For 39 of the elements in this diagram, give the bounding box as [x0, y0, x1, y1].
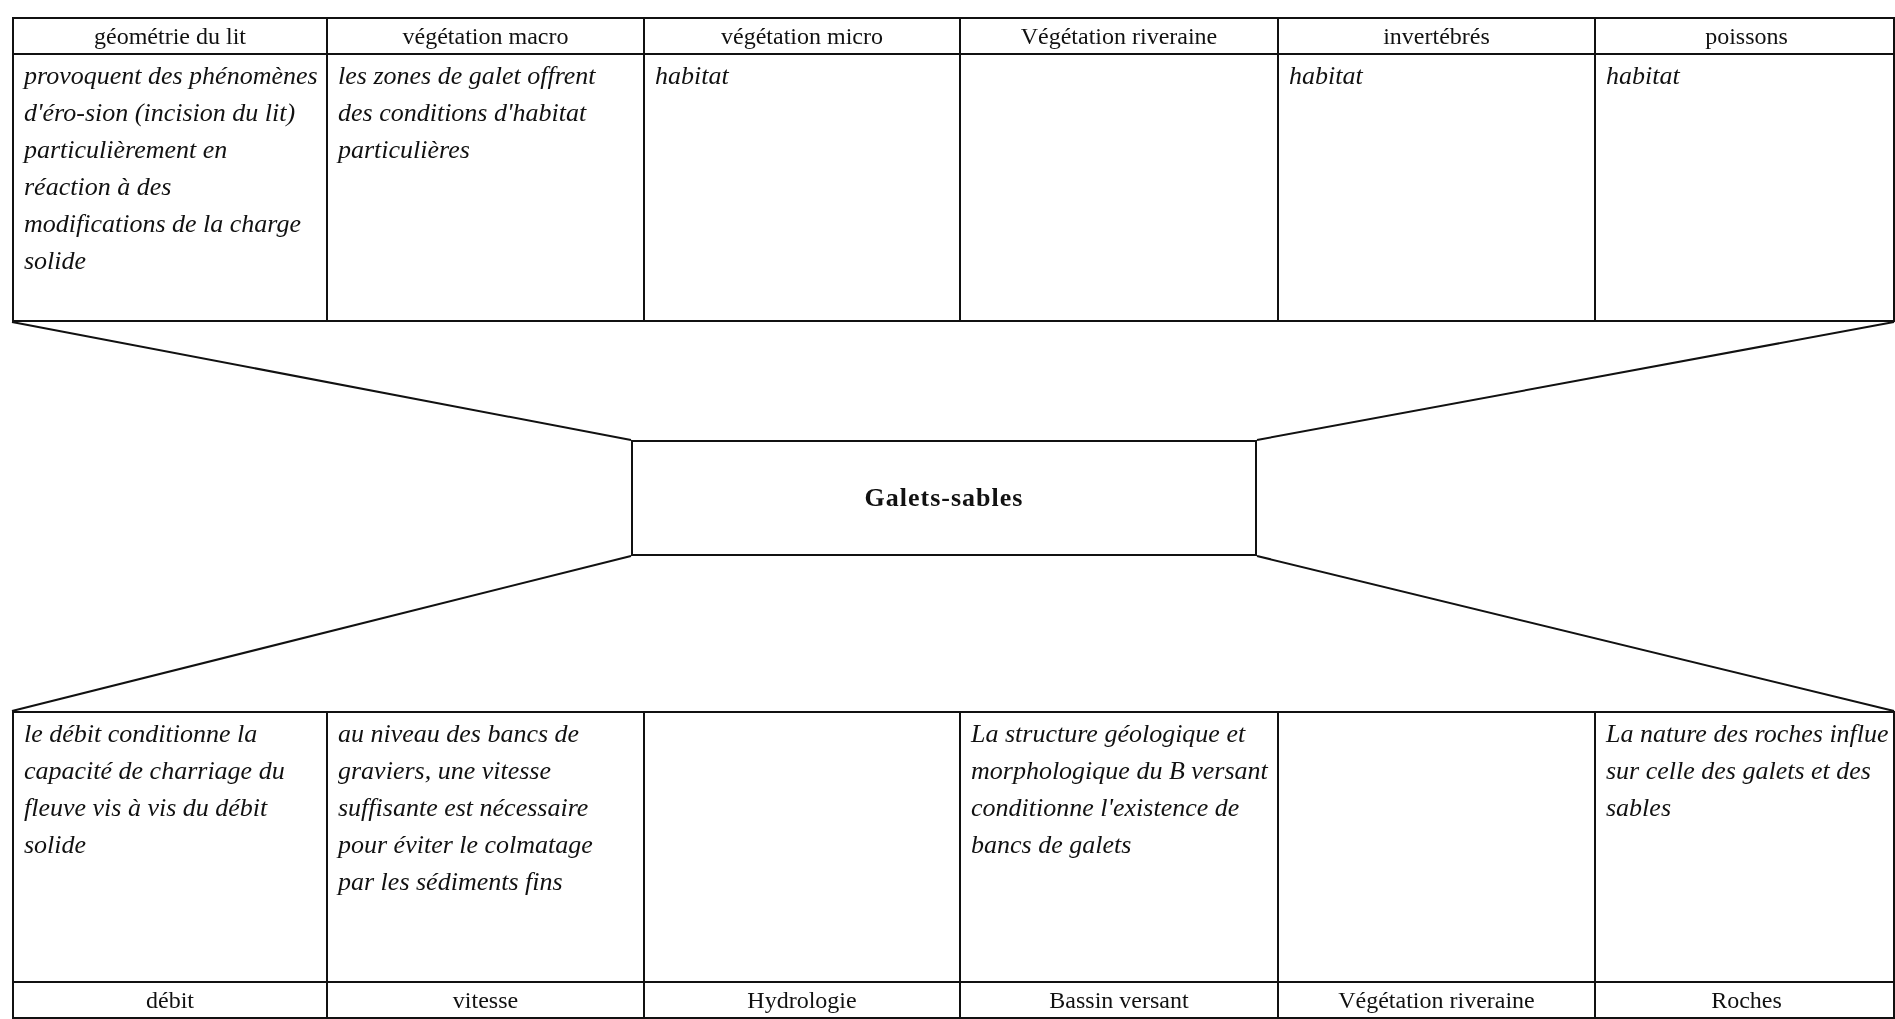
cell-text: au niveau des bancs de graviers, une vitesse suffisante est nécessaire pour éviter le colmatage par les sédiments fins: [335, 718, 594, 898]
table-column: [643, 713, 959, 1017]
table-column: [1594, 713, 1895, 1017]
column-header: Roches: [1596, 981, 1895, 1017]
cell-text: les zones de galet offrent des conditions d'habitat particulières: [335, 60, 597, 166]
cell-text: habitat: [654, 60, 730, 92]
cell-text: habitat: [1288, 60, 1364, 92]
column-header: végétation micro: [645, 19, 959, 55]
table-column: [643, 19, 959, 320]
column-header: végétation macro: [328, 19, 643, 55]
connector-line: [11, 555, 632, 712]
column-header: Végétation riveraine: [961, 19, 1277, 55]
table-column: [326, 19, 643, 320]
table-column: [326, 713, 643, 1017]
connector-line: [11, 321, 632, 441]
table-column: [959, 19, 1277, 320]
column-header: Hydrologie: [645, 981, 959, 1017]
connector-line: [1256, 555, 1895, 712]
column-header: vitesse: [328, 981, 643, 1017]
table-frame: [12, 711, 1895, 1019]
table-column: [1594, 19, 1895, 320]
column-header: invertébrés: [1279, 19, 1594, 55]
box-label: Galets-sables: [864, 483, 1024, 513]
column-header: débit: [14, 981, 326, 1017]
table-column: [959, 713, 1277, 1017]
cell-text: provoquent des phénomènes d'éro-sion (incision du lit) particulièrement en réaction à des modifications de la charge solide: [21, 60, 319, 277]
cell-text: La structure géologique et morphologique du B versant conditionne l'existence de bancs de galets: [969, 718, 1269, 861]
table-frame: [12, 17, 1895, 322]
table-column: [1277, 713, 1594, 1017]
table-column: [1277, 19, 1594, 320]
column-header: Bassin versant: [961, 981, 1277, 1017]
column-header: Végétation riveraine: [1279, 981, 1594, 1017]
center-box: [631, 440, 1257, 556]
column-header: poissons: [1596, 19, 1895, 55]
cell-text: le débit conditionne la capacité de charriage du fleuve vis à vis du débit solide: [23, 718, 286, 861]
cell-text: La nature des roches influe sur celle des galets et des sables: [1604, 718, 1890, 824]
connector-line: [1256, 321, 1895, 441]
column-header: géométrie du lit: [14, 19, 326, 55]
cell-text: habitat: [1605, 60, 1681, 92]
